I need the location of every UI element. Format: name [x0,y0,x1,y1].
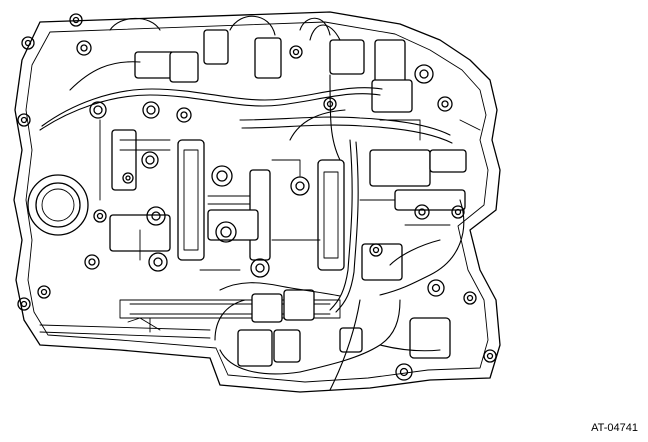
valve-body-outline [13,11,501,393]
mounting-bolts [17,13,497,381]
solenoid-connectors-bottom [237,243,451,367]
valve-body-inner-outline [25,21,489,383]
valve-spools [109,129,466,271]
detail-lines [99,119,481,333]
figure-code-label: AT-04741 [591,422,638,434]
accumulator-bore [27,174,89,236]
solenoid-connectors-top [134,29,467,173]
wiring-harness [39,15,465,391]
lower-rail [39,324,211,339]
